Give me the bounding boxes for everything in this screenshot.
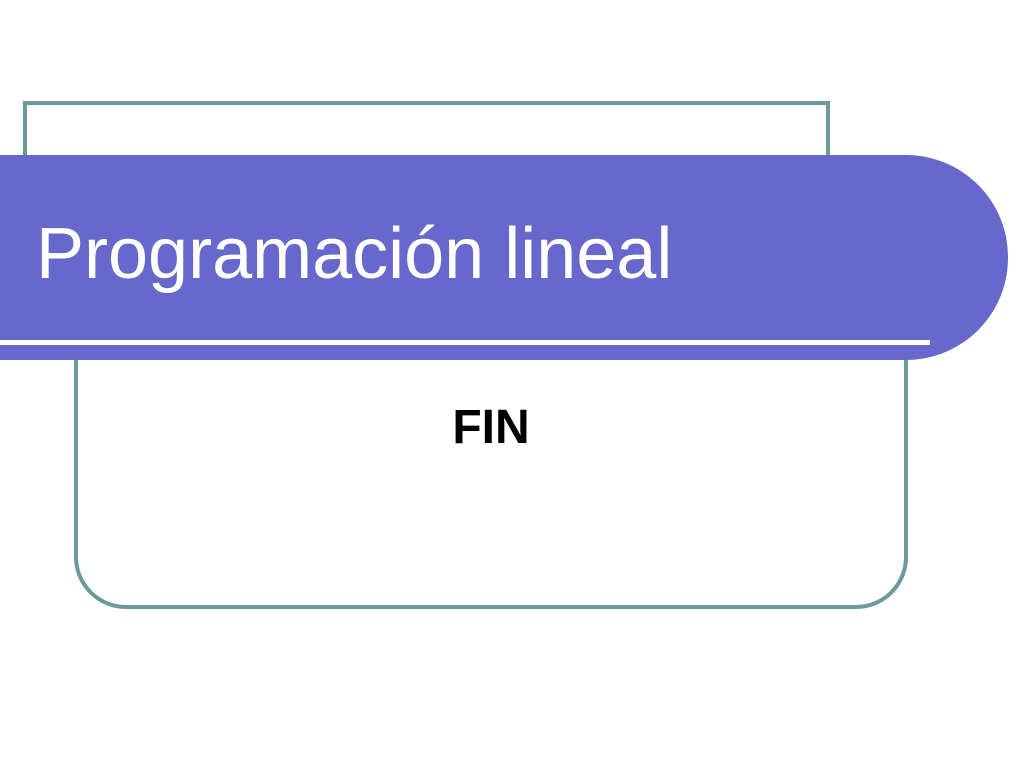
slide-body-text: FIN <box>452 401 530 454</box>
title-underline <box>0 340 930 345</box>
slide-title: Programación lineal <box>36 214 673 294</box>
title-banner <box>0 155 1008 360</box>
